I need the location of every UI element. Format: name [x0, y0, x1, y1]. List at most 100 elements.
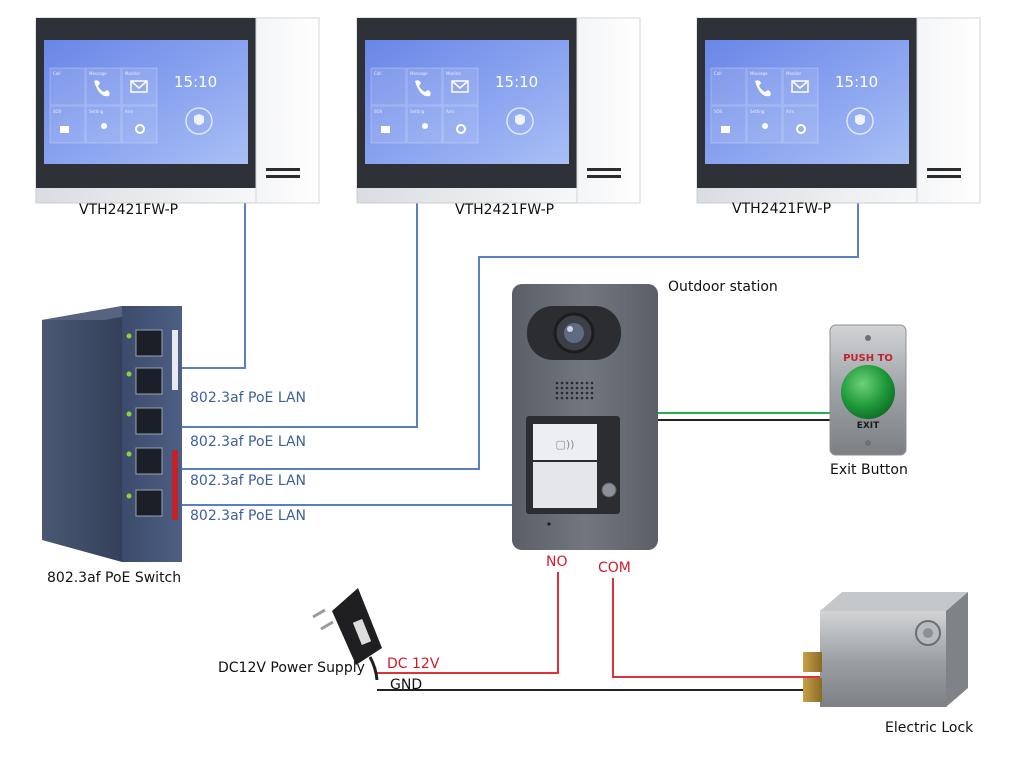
monitor-3-label: VTH2421FW-P	[732, 201, 832, 217]
exit-plate-screw-bottom	[865, 440, 871, 446]
exit-bottom-text: EXIT	[857, 421, 880, 431]
monitor-screen	[44, 40, 248, 164]
screen-tile	[406, 67, 443, 106]
phone-icon	[755, 80, 771, 97]
speaker-hole	[555, 381, 559, 385]
screen-tile	[782, 67, 819, 106]
message-icon	[451, 80, 469, 93]
monitor-side-panel	[255, 17, 320, 204]
speaker-hole	[560, 391, 564, 395]
ethernet-port	[135, 489, 163, 517]
screen-tile-label: Arm	[446, 109, 454, 114]
envelope-flap	[791, 80, 809, 89]
screen-tile	[710, 105, 747, 144]
lock-top	[820, 592, 968, 611]
outdoor-station: ▢))	[512, 284, 658, 550]
shield-icon	[194, 114, 204, 125]
poe-switch	[42, 306, 182, 562]
person-icon	[101, 123, 107, 129]
speaker-hole	[575, 396, 579, 400]
com-terminal-label: COM	[598, 560, 631, 576]
speaker-grille	[555, 381, 594, 400]
nameplate-lower	[533, 462, 597, 508]
no-wire	[377, 572, 559, 674]
speaker-hole	[575, 386, 579, 390]
switch-red-strip	[172, 450, 178, 520]
screen-tile	[442, 67, 479, 106]
screen-tile-label: Setting	[89, 109, 104, 114]
com-wire	[612, 578, 826, 678]
video-icon	[721, 126, 730, 133]
screen-tile-label: Arm	[125, 109, 133, 114]
speaker-hole	[590, 386, 594, 390]
gear-icon	[456, 124, 466, 134]
exit-top-text: PUSH TO	[843, 353, 893, 364]
monitor-side-panel	[576, 17, 641, 204]
adapter-pin-2	[320, 620, 334, 631]
screen-tile-label: Message	[410, 71, 428, 76]
speaker-hole	[570, 381, 574, 385]
speaker-hole	[555, 386, 559, 390]
switch-side-panel	[42, 306, 122, 562]
lan-wire-monitor-2	[150, 189, 418, 428]
screen-tile	[370, 67, 407, 106]
camera-lens-glint	[567, 326, 573, 332]
speaker-hole	[560, 381, 564, 385]
speaker-hole	[585, 396, 589, 400]
screen-tile-label: Message	[89, 71, 107, 76]
outdoor-station-label: Outdoor station	[668, 279, 778, 295]
speaker-hole	[560, 396, 564, 400]
screen-tile-label: Monitor	[786, 71, 802, 76]
port-led	[126, 451, 132, 457]
nameplate-upper	[533, 424, 597, 460]
speaker-slot-1	[587, 168, 621, 171]
arm-shield-ring	[846, 107, 874, 135]
speaker-hole	[585, 381, 589, 385]
speaker-hole	[590, 396, 594, 400]
exit-plate-screw-top	[865, 335, 871, 341]
no-terminal-label: NO	[546, 554, 568, 570]
screen-tile-label: Message	[750, 71, 768, 76]
port-led	[126, 333, 132, 339]
speaker-hole	[580, 386, 584, 390]
ethernet-port	[135, 329, 163, 357]
screen-tile-label: SOS	[714, 109, 723, 114]
lock-cylinder-core	[923, 628, 933, 638]
speaker-hole	[570, 391, 574, 395]
speaker-slot-2	[587, 175, 621, 178]
exit-button-wires	[657, 412, 834, 421]
message-icon	[130, 80, 148, 93]
screen-tile-label: Call	[374, 71, 381, 76]
switch-white-strip	[172, 330, 178, 390]
phone-icon	[415, 80, 431, 97]
speaker-hole	[565, 386, 569, 390]
speaker-hole	[585, 386, 589, 390]
person-icon	[422, 123, 428, 129]
exit-green-button	[841, 365, 895, 419]
speaker-hole	[580, 396, 584, 400]
screen-tile-label: Monitor	[446, 71, 462, 76]
screen-tile-label: Call	[53, 71, 60, 76]
dc-12v-label: DC 12V	[387, 656, 440, 672]
gear-icon	[796, 124, 806, 134]
video-icon	[60, 126, 69, 133]
shield-icon	[515, 114, 525, 125]
power-supply	[312, 588, 382, 681]
power-supply-label: DC12V Power Supply	[218, 660, 365, 676]
screen-tile-label: SOS	[374, 109, 383, 114]
adapter-pin-1	[312, 608, 326, 619]
speaker-hole	[555, 391, 559, 395]
lan-label-4: 802.3af PoE LAN	[190, 508, 307, 524]
monitor-screen	[705, 40, 909, 164]
ethernet-port	[135, 367, 163, 395]
speaker-slot-1	[927, 168, 961, 171]
exit-button-label: Exit Button	[830, 462, 908, 478]
adapter-cable	[368, 656, 379, 681]
electric-lock	[803, 592, 968, 707]
camera-lens-inner	[564, 323, 584, 343]
port-led	[126, 411, 132, 417]
speaker-hole	[570, 386, 574, 390]
